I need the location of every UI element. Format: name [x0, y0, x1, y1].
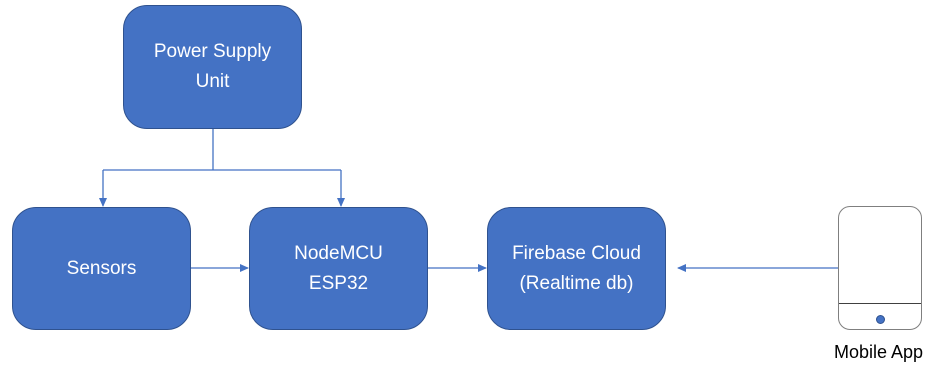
smartphone-icon	[838, 206, 922, 330]
phone-home-button-icon	[876, 315, 885, 324]
nodemcu-esp32-box: NodeMCU ESP32	[249, 207, 428, 330]
sensors-box: Sensors	[12, 207, 191, 330]
power-supply-label-line1: Power Supply	[153, 41, 272, 62]
firebase-label-line1: Firebase Cloud	[512, 242, 641, 264]
phone-home-bar	[839, 303, 921, 304]
sensors-label: Sensors	[66, 257, 137, 279]
power-supply-unit-box: Power Supply Unit	[123, 5, 302, 129]
nodemcu-label-line1: NodeMCU	[294, 242, 383, 264]
firebase-cloud-box: Firebase Cloud (Realtime db)	[487, 207, 666, 330]
firebase-label-line2: (Realtime db)	[519, 272, 634, 294]
mobile-app-label: Mobile App	[833, 342, 924, 362]
nodemcu-label-line2: ESP32	[308, 272, 369, 294]
power-supply-label-line2: Unit	[195, 71, 230, 92]
